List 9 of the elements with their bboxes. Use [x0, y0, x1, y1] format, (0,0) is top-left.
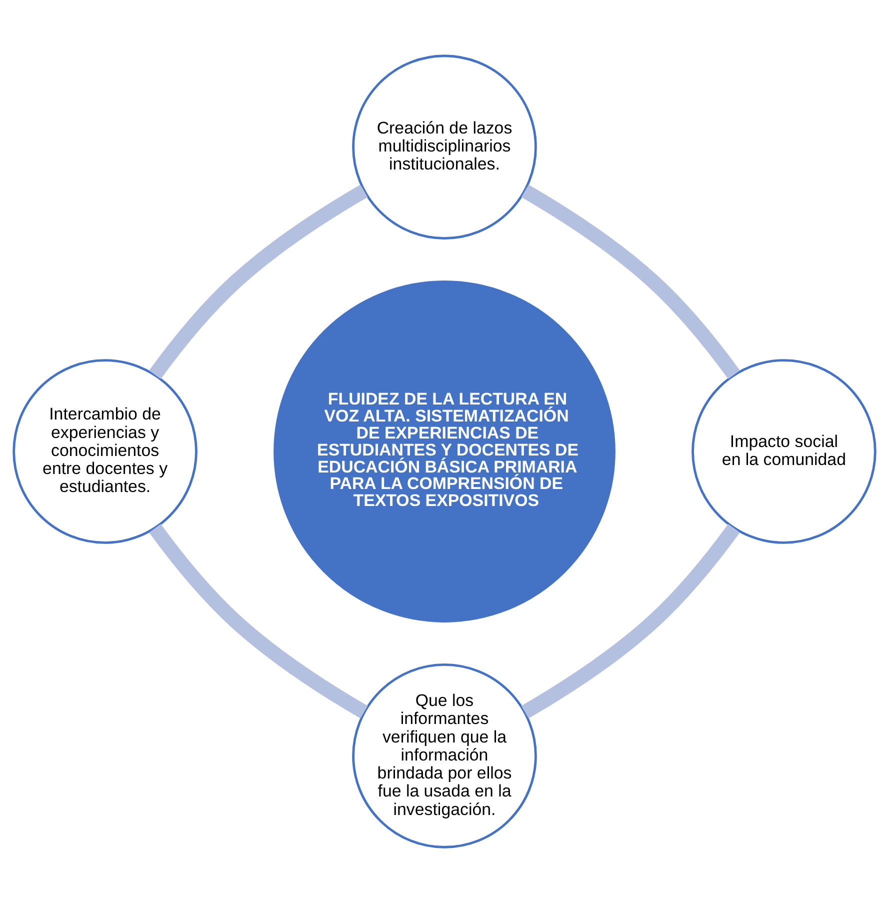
node-circle: Impacto social en la comunidad: [691, 358, 876, 544]
connector: [148, 184, 368, 379]
connector: [520, 523, 740, 718]
node-circle: Creación de lazos multidisciplinarios institucionales.: [352, 54, 536, 239]
node-circle: Intercambio de experiencias y conocimientos entre docentes y estudiantes.: [12, 358, 197, 544]
node-circle: FLUIDEZ DE LA LECTURA EN VOZ ALTA. SISTEMATIZACIÓN DE EXPERIENCIAS DE ESTUDIANTES Y DOCENTES DE EDUCACIÓN BÁSICA PRIMARIA PARA LA COMPRENSIÓN DE TEXTOS EXPOSITIVOS: [273, 280, 615, 622]
connector: [148, 523, 368, 718]
connector: [520, 184, 740, 379]
node-circle: Que los informantes verifiquen que la información brindada por ellos fue la usada en la investigación.: [352, 663, 536, 848]
